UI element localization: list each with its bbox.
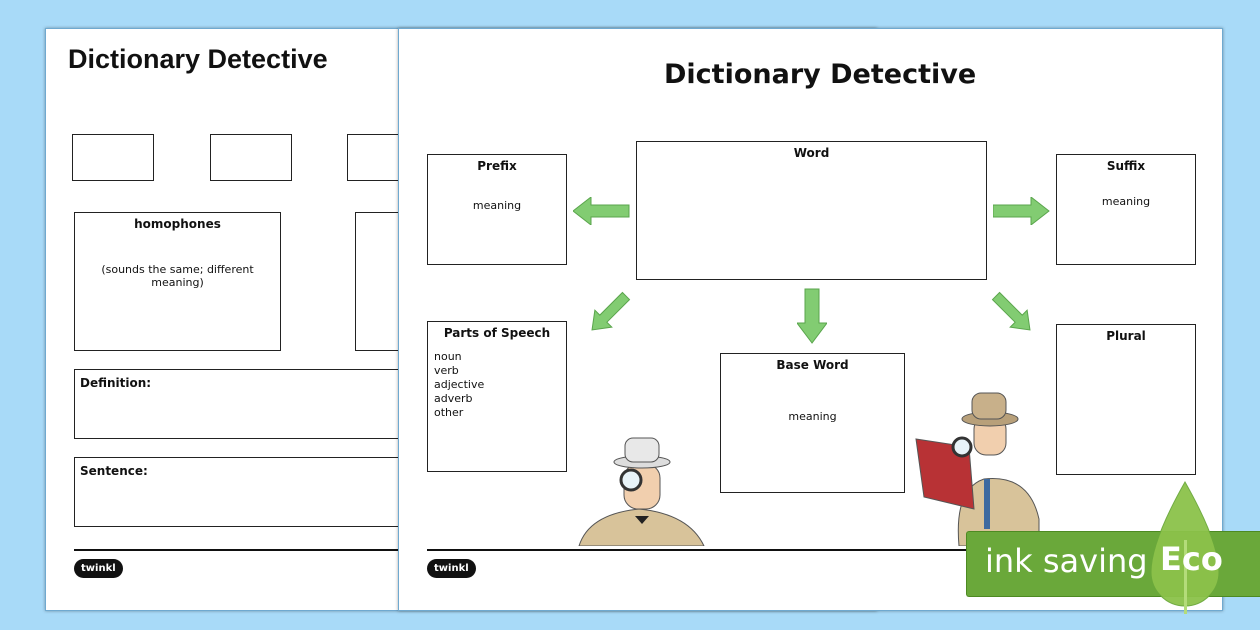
homophones-box: homophones (sounds the same; different m… — [74, 212, 281, 351]
base-meaning: meaning — [788, 410, 837, 423]
arrow-down-left-icon — [591, 291, 631, 331]
arrow-right-icon — [993, 197, 1050, 225]
footer-rule — [74, 549, 454, 551]
arrow-down-right-icon — [991, 291, 1031, 331]
plural-box: Plural — [1056, 324, 1196, 475]
plural-label: Plural — [1106, 329, 1146, 343]
eco-label: Eco — [1160, 540, 1223, 578]
prefix-meaning: meaning — [472, 199, 522, 212]
part-other: other — [434, 406, 464, 419]
definition-box: Definition: — [74, 369, 454, 439]
detective-magnifier-illustration — [578, 437, 705, 546]
front-page-title: Dictionary Detective — [664, 59, 977, 90]
word-label: Word — [793, 146, 830, 160]
suffix-label: Suffix — [1106, 159, 1146, 173]
eco-leaf-icon — [1150, 480, 1220, 614]
sentence-box: Sentence: — [74, 457, 454, 527]
twinkl-logo: twinkl — [74, 559, 123, 578]
arrow-left-icon — [573, 197, 630, 225]
blank-box — [210, 134, 292, 181]
definition-label: Definition: — [80, 376, 152, 390]
suffix-meaning: meaning — [1101, 195, 1151, 208]
base-word-box: Base Word meaning — [720, 353, 905, 493]
blank-box — [72, 134, 154, 181]
back-page-title: Dictionary Detective — [68, 44, 328, 74]
footer-rule — [427, 549, 1197, 551]
parts-of-speech-box: Parts of Speech noun verb adjective adve… — [427, 321, 567, 472]
prefix-label: Prefix — [477, 159, 517, 173]
part-noun: noun — [434, 350, 462, 363]
arrow-down-icon — [797, 288, 827, 344]
ink-saving-label: ink saving — [985, 542, 1148, 580]
part-adjective: adjective — [434, 378, 485, 391]
base-word-label: Base Word — [776, 358, 849, 372]
front-page: Dictionary Detective Prefix meaning Word… — [398, 28, 1223, 611]
homophones-desc: (sounds the same; different meaning) — [101, 263, 254, 289]
suffix-box: Suffix meaning — [1056, 154, 1196, 265]
sentence-label: Sentence: — [80, 464, 148, 478]
parts-of-speech-label: Parts of Speech — [443, 326, 551, 340]
part-adverb: adverb — [434, 392, 473, 405]
part-verb: verb — [434, 364, 459, 377]
prefix-box: Prefix meaning — [427, 154, 567, 265]
detective-dictionary-illustration — [915, 392, 1040, 546]
twinkl-logo: twinkl — [427, 559, 476, 578]
homophones-label: homophones — [134, 217, 221, 231]
word-box: Word — [636, 141, 987, 280]
